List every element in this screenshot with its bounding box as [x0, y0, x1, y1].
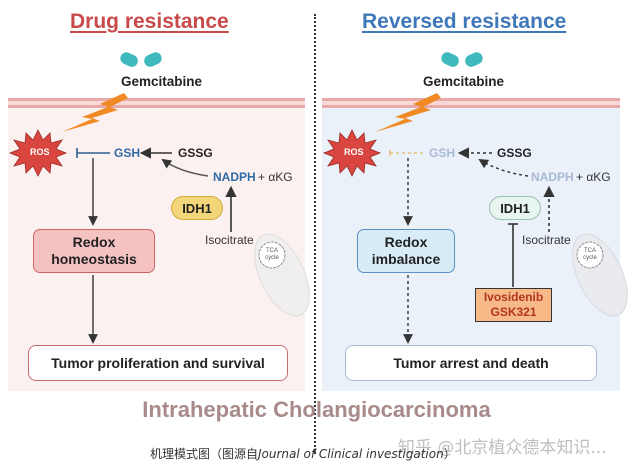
figure-caption: 机理模式图（图源自Journal of Clinical investigati…	[150, 445, 456, 462]
tca-text: TCA	[584, 248, 596, 254]
capsule-icon	[441, 52, 483, 67]
ros-star-icon	[8, 129, 68, 177]
redox-line-2: imbalance	[371, 251, 441, 267]
idh1-badge-right: IDH1	[489, 196, 541, 220]
gsh-label-left: GSH	[114, 146, 141, 160]
mitochondrion-icon	[572, 233, 628, 317]
gsh-label-right: GSH	[429, 146, 456, 160]
redox-line-1: Redox	[72, 234, 116, 250]
idh1-badge-left: IDH1	[171, 196, 223, 220]
gemcitabine-label-left: Gemcitabine	[121, 74, 203, 89]
akg-label-left: + αKG	[258, 170, 293, 184]
cell-membrane	[8, 98, 305, 108]
cell-membrane	[322, 98, 620, 108]
ros-star-icon	[322, 129, 382, 177]
tca-cycle-label-left: TCA cycle	[262, 248, 282, 262]
redox-line-1: Redox	[384, 234, 428, 250]
ivosidenib-label: Ivosidenib	[483, 290, 544, 304]
redox-imbalance-box: Redox imbalance	[357, 229, 455, 273]
tumor-arrest-box: Tumor arrest and death	[345, 345, 597, 381]
zhihu-watermark: 知乎 @北京植众德本知识...	[398, 438, 607, 458]
caption-prefix: 机理模式图（图源自	[150, 447, 259, 461]
cycle-text: cycle	[265, 255, 279, 261]
drug-resistance-title: Drug resistance	[70, 10, 229, 33]
tca-text: TCA	[266, 248, 278, 254]
panel-divider	[314, 14, 316, 454]
caption-journal: Journal of Clinical investigation	[258, 447, 444, 461]
inhibitor-drugs-box: Ivosidenib GSK321	[475, 288, 552, 322]
caption-suffix: ）	[443, 447, 456, 461]
gssg-label-right: GSSG	[497, 146, 532, 160]
gsk321-label: GSK321	[490, 305, 537, 319]
isocitrate-label-left: Isocitrate	[205, 233, 254, 247]
nadph-label-left: NADPH	[213, 170, 256, 184]
reversed-resistance-title: Reversed resistance	[362, 10, 567, 33]
cycle-text: cycle	[583, 255, 597, 261]
redox-line-2: homeostasis	[51, 251, 137, 267]
ros-label-right: ROS	[344, 147, 364, 157]
disease-title: Intrahepatic Cholangiocarcinoma	[142, 397, 491, 422]
ros-label-left: ROS	[30, 147, 50, 157]
isocitrate-label-right: Isocitrate	[522, 233, 571, 247]
lightning-icon	[62, 93, 128, 132]
nadph-label-right: NADPH	[531, 170, 574, 184]
tca-cycle-label-right: TCA cycle	[580, 248, 600, 262]
akg-label-right: + αKG	[576, 170, 611, 184]
lightning-icon	[375, 93, 441, 132]
gssg-label-left: GSSG	[178, 146, 213, 160]
mitochondrion-icon	[254, 233, 310, 317]
redox-homeostasis-box: Redox homeostasis	[33, 229, 155, 273]
capsule-icon	[120, 52, 162, 67]
tumor-proliferation-box: Tumor proliferation and survival	[28, 345, 288, 381]
gemcitabine-label-right: Gemcitabine	[423, 74, 505, 89]
